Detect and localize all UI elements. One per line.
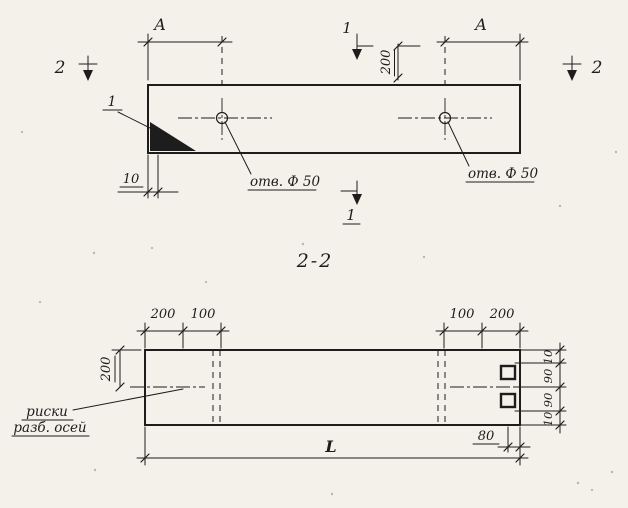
slot-lower (499, 392, 517, 409)
section-2-right-label: 2 (591, 58, 603, 78)
mark-lines (340, 180, 358, 197)
dim-chain-top-right: 100 200 (435, 307, 529, 349)
speckle (93, 468, 97, 472)
dim-label-200-tl: 200 (150, 307, 176, 322)
section-mark-2-right: 2 (562, 55, 603, 81)
dim-chain-right: 10 90 90 10 (514, 342, 567, 434)
speckle (20, 130, 24, 134)
dim-200-left: 200 (99, 345, 142, 392)
paper-noise (20, 130, 618, 496)
hole-centerlines (178, 98, 492, 140)
dim-lines (435, 322, 529, 349)
dim-lines (137, 33, 233, 81)
dim-lines (397, 43, 421, 81)
dim-label-80: 80 (478, 429, 495, 444)
dim-label-200-tr: 200 (489, 307, 515, 322)
dim-ticks (439, 326, 525, 336)
speckle (38, 300, 42, 304)
speckle (614, 150, 618, 154)
corner-callout: 1 (102, 94, 159, 133)
hole-label-left: отв. Ф 50 (250, 174, 320, 190)
top-view: A A 1 200 2 2 1 (54, 15, 603, 225)
dim-ticks (143, 37, 227, 47)
dim-lines (514, 342, 567, 434)
speckle (92, 251, 96, 255)
hole-label-right-group: отв. Ф 50 (447, 121, 538, 183)
dim-label-length: L (324, 437, 336, 456)
callout-label-1: 1 (108, 94, 117, 110)
mark-lines (562, 55, 582, 73)
section-2-left-label: 2 (54, 58, 66, 78)
dim-a-right: A (436, 15, 529, 81)
dim-label-100-tl: 100 (191, 307, 216, 322)
note-underlines-and-leader (11, 388, 184, 437)
speckle (301, 242, 305, 246)
hole-axis-extensions (221, 36, 446, 85)
speckle (422, 255, 426, 259)
dim-lines (497, 426, 531, 453)
dim-ticks (440, 37, 525, 47)
speckle (150, 246, 154, 250)
dim-label-90-lower: 90 (541, 393, 555, 408)
section-arrow-down-icon (567, 70, 577, 81)
dim-80: 80 (472, 426, 531, 453)
axis-note-line1: риски (26, 404, 68, 420)
section-mark-2-left: 2 (54, 55, 98, 81)
section-1-top-label: 1 (342, 19, 352, 37)
section-mark-1-top: 1 (342, 19, 374, 60)
dim-ticks (393, 41, 403, 83)
hole-label-left-group: отв. Ф 50 (224, 121, 320, 191)
dim-label-90-upper: 90 (541, 369, 555, 384)
plan-outline (144, 349, 521, 426)
dim-ticks (555, 345, 565, 430)
corner-chamfer-detail (150, 122, 196, 151)
section-mark-1-bottom: 1 (340, 180, 362, 225)
axis-note: риски разб. осей (11, 388, 184, 437)
section-arrow-down-icon (83, 70, 93, 81)
dim-label-200: 200 (379, 50, 394, 76)
dim-chain-top-left: 200 100 (136, 307, 230, 349)
speckle (610, 470, 614, 474)
mark-lines (78, 55, 98, 73)
speckle (590, 488, 594, 492)
dim-ticks (140, 453, 525, 463)
speckle (576, 481, 580, 485)
dim-a-left: A (137, 15, 233, 81)
dim-lines (111, 349, 142, 388)
section-1-bottom-label: 1 (346, 206, 356, 224)
speckle (330, 492, 334, 496)
leader-line (447, 121, 470, 167)
dim-200-vertical: 200 (379, 41, 421, 83)
axis-note-line2: разб. осей (13, 420, 86, 436)
mark-lines (356, 33, 374, 51)
speckle (204, 280, 208, 284)
axis-mark-lines (212, 350, 446, 425)
section-view: 2-2 200 100 100 200 200 10 9 (11, 250, 567, 466)
beam-outline (147, 84, 521, 154)
dim-label-a-right: A (473, 15, 487, 34)
dim-label-a-left: A (152, 15, 166, 34)
section-arrow-down-icon (352, 49, 362, 60)
slot-upper (499, 364, 517, 381)
callout-leader (102, 109, 159, 133)
dim-ticks (143, 187, 163, 197)
dim-label-200-left: 200 (99, 357, 114, 383)
dim-label-10-bottom: 10 (541, 412, 555, 427)
dim-label-100-tr: 100 (450, 307, 475, 322)
section-title: 2-2 (296, 250, 334, 272)
dim-ticks (115, 345, 125, 392)
dim-10-corner: 10 (117, 154, 179, 199)
dim-ticks (140, 326, 226, 336)
dim-label-10-top: 10 (541, 350, 555, 365)
dim-length: L (136, 426, 529, 466)
section-arrow-down-icon (352, 194, 362, 205)
dim-label-10: 10 (123, 172, 140, 187)
hole-label-right: отв. Ф 50 (468, 166, 538, 182)
dim-lines (136, 322, 230, 349)
dim-lines (436, 33, 529, 81)
leader-line (224, 121, 252, 175)
speckle (558, 204, 562, 208)
